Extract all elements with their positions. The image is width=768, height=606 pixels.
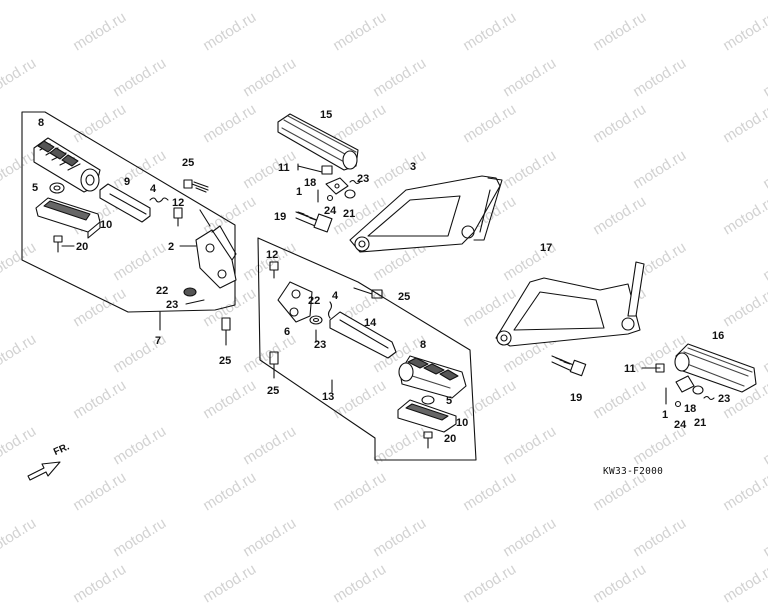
callout-7: 7	[155, 335, 162, 347]
callout-5a: 5	[32, 182, 39, 194]
group-frame-left	[21, 111, 236, 313]
callout-18b: 18	[684, 403, 697, 415]
callout-21a: 21	[343, 208, 356, 220]
callout-23a: 23	[166, 299, 179, 311]
callout-9: 9	[124, 176, 131, 188]
footpeg-rubber-right-icon	[398, 355, 467, 399]
peg-holder-right-icon	[277, 281, 313, 323]
callout-16: 16	[712, 330, 725, 342]
callout-6: 6	[284, 326, 291, 338]
footpeg-rear-left-icon	[277, 113, 359, 171]
callout-13: 13	[322, 391, 335, 403]
callout-8a: 8	[38, 117, 45, 129]
callout-11b: 11	[624, 363, 636, 375]
callout-25c: 25	[398, 291, 411, 303]
front-arrow-icon	[27, 461, 61, 481]
footpeg-rear-right-icon	[674, 343, 757, 393]
callout-15: 15	[320, 109, 333, 121]
callout-14: 14	[364, 317, 377, 329]
callout-4a: 4	[150, 183, 157, 195]
callout-21b: 21	[694, 417, 707, 429]
line-art	[21, 111, 757, 481]
callout-8b: 8	[420, 339, 427, 351]
peg-holder-left-icon	[195, 225, 237, 289]
callout-22a: 22	[156, 285, 169, 297]
callout-25b: 25	[219, 355, 232, 367]
callout-22b: 22	[308, 295, 321, 307]
diagram-code: KW33-F2000	[603, 466, 664, 477]
callout-20a: 20	[76, 241, 89, 253]
callout-1a: 1	[296, 186, 303, 198]
callout-12b: 12	[266, 249, 279, 261]
callout-11a: 11	[278, 162, 290, 174]
callout-23b: 23	[357, 173, 370, 185]
footpeg-bracket-right-icon	[397, 399, 457, 433]
callout-10b: 10	[456, 417, 469, 429]
group-frame-center	[257, 237, 477, 461]
callout-25d: 25	[267, 385, 280, 397]
rear-step-bracket-right-icon	[495, 261, 645, 347]
rear-step-bracket-left-icon	[349, 175, 503, 253]
callout-20b: 20	[444, 433, 457, 445]
callout-19b: 19	[570, 392, 583, 404]
footpeg-bracket-left-icon	[35, 197, 101, 239]
footpeg-rubber-left-icon	[33, 137, 101, 193]
callout-18a: 18	[304, 177, 317, 189]
callout-24a: 24	[324, 205, 337, 217]
callout-25a: 25	[182, 157, 195, 169]
callout-5b: 5	[446, 395, 453, 407]
callout-19a: 19	[274, 211, 287, 223]
callout-10a: 10	[100, 219, 113, 231]
callout-4b: 4	[332, 290, 339, 302]
callout-24b: 24	[674, 419, 687, 431]
callout-1b: 1	[662, 409, 669, 421]
callout-2: 2	[168, 241, 175, 253]
callout-12a: 12	[172, 197, 185, 209]
callout-17: 17	[540, 242, 553, 254]
callout-3: 3	[410, 161, 417, 173]
callout-23c: 23	[314, 339, 327, 351]
callout-23d: 23	[718, 393, 731, 405]
